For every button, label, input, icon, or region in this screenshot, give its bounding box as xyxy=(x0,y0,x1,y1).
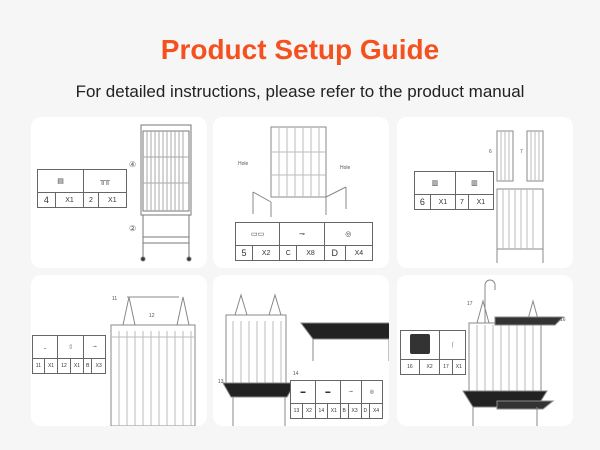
callout-2: ② xyxy=(129,224,136,233)
parts-cell: 13 xyxy=(290,403,303,419)
callout-label: 17 xyxy=(467,301,473,307)
parts-cell: X4 xyxy=(344,245,374,261)
parts-cell: 7 xyxy=(454,194,469,210)
parts-cell: ▬ xyxy=(314,380,341,404)
cage-complete-diagram: 17 16 xyxy=(462,279,566,426)
parts-cell: B xyxy=(339,403,349,419)
callout-label: 6 xyxy=(489,149,492,155)
parts-cell: 11 xyxy=(32,358,45,374)
parts-cell: X1 xyxy=(326,403,341,419)
parts-cell: ▬ xyxy=(290,380,316,404)
cage-panels-diagram: 6 7 xyxy=(489,130,544,263)
page-subtitle: For detailed instructions, please refer … xyxy=(75,82,525,101)
parts-cell: D xyxy=(323,245,346,261)
parts-cell: 6 xyxy=(414,194,431,210)
parts-cell: X1 xyxy=(43,358,59,374)
parts-cell: ▥ xyxy=(414,171,456,195)
parts-cell: X1 xyxy=(467,194,495,210)
parts-cell: 16 xyxy=(400,359,420,375)
parts-cell: ▭▭ xyxy=(234,222,281,246)
parts-cell xyxy=(399,330,441,360)
parts-cell: ⎵ xyxy=(31,335,59,359)
hole-label: Hole xyxy=(238,161,249,167)
parts-cell: B xyxy=(83,358,93,374)
page-title: Product Setup Guide xyxy=(160,34,440,65)
parts-cell: X2 xyxy=(252,245,281,261)
part-4-image: ▤ xyxy=(36,169,85,193)
callout-label: 13 xyxy=(218,379,224,385)
parts-cell: X2 xyxy=(301,403,316,419)
cage-frame-diagram: Hole Hole xyxy=(238,126,351,217)
hole-label: Hole xyxy=(340,165,351,171)
callout-label: 16 xyxy=(560,317,566,323)
cage-top-diagram: 11 12 xyxy=(110,296,196,426)
callout-label: 12 xyxy=(149,313,155,319)
parts-cell: X4 xyxy=(369,403,383,419)
part-id: 4 xyxy=(37,192,56,208)
parts-cell: ⊸ xyxy=(83,335,106,359)
parts-cell: X1 xyxy=(451,359,467,375)
parts-cell: 12 xyxy=(57,358,71,374)
parts-cell: ▯ xyxy=(57,335,85,359)
parts-cell: C xyxy=(279,245,298,261)
callout-4: ④ xyxy=(129,160,136,169)
callout-label: 14 xyxy=(293,371,299,377)
parts-cell: X3 xyxy=(347,403,362,419)
parts-cell: 17 xyxy=(439,359,453,375)
cage-tray-diagram: 13 14 xyxy=(218,293,389,426)
callout-label: 7 xyxy=(520,149,523,155)
parts-cell: 5 xyxy=(234,245,254,261)
part-qty: X1 xyxy=(97,192,128,208)
parts-cell: ▥ xyxy=(454,171,495,195)
parts-cell: X1 xyxy=(429,194,456,210)
parts-cell: X8 xyxy=(296,245,325,261)
part-qty: X1 xyxy=(54,192,85,208)
part-id: 2 xyxy=(83,192,99,208)
parts-cell: X3 xyxy=(91,358,106,374)
part-2-image: ╥╥ xyxy=(83,169,127,193)
parts-cell: ◎ xyxy=(360,380,384,404)
callout-label: 11 xyxy=(112,296,117,302)
parts-cell: D xyxy=(360,403,371,419)
parts-cell: ⊸ xyxy=(339,380,362,404)
parts-cell: ⊸ xyxy=(279,222,325,246)
parts-cell: X1 xyxy=(69,358,85,374)
parts-cell: 14 xyxy=(314,403,328,419)
cage-base-diagram: ④ ② xyxy=(129,124,192,262)
parts-cell: ◎ xyxy=(323,222,374,246)
parts-cell: X2 xyxy=(418,359,441,375)
parts-cell: ⌠ xyxy=(439,330,466,360)
